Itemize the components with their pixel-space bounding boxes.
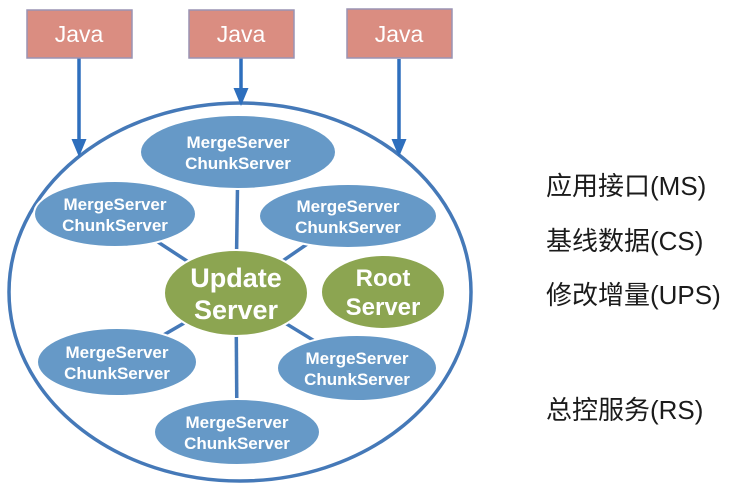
merge-chunk-node-lower-left: MergeServer ChunkServer <box>36 327 198 397</box>
node-label-line2: ChunkServer <box>64 364 170 383</box>
java-arrow-2 <box>233 58 249 106</box>
legend: 应用接口(MS) 基线数据(CS) 修改增量(UPS) 总控服务(RS) <box>546 0 745 487</box>
node-label-line2: ChunkServer <box>295 218 401 237</box>
java-arrow-3 <box>391 59 407 157</box>
java-client-label: Java <box>55 21 104 47</box>
arrowhead-icon <box>233 88 249 106</box>
node-label-line1: MergeServer <box>296 197 399 216</box>
node-label-line1: MergeServer <box>63 195 166 214</box>
node-label-line1: MergeServer <box>185 413 288 432</box>
cluster-diagram-canvas: Java Java Java MergeServer ChunkServer M… <box>7 8 473 483</box>
arrowhead-icon <box>71 139 87 157</box>
node-label-line2: ChunkServer <box>304 370 410 389</box>
legend-label-rs: 总控服务(RS) <box>546 395 704 425</box>
node-label-line1: MergeServer <box>305 349 408 368</box>
arrowhead-icon <box>391 139 407 157</box>
root-server-node: Root Server <box>320 254 446 330</box>
root-server-label-line1: Root <box>356 265 411 292</box>
java-client-1: Java <box>26 9 133 59</box>
update-server-node: Update Server <box>163 249 309 337</box>
legend-label-cs: 基线数据(CS) <box>546 226 704 256</box>
java-arrow-1 <box>71 58 87 157</box>
node-label-line2: ChunkServer <box>185 154 291 173</box>
merge-chunk-node-upper-left: MergeServer ChunkServer <box>33 180 197 248</box>
client-arrows <box>71 58 407 157</box>
merge-chunk-node-lower-right: MergeServer ChunkServer <box>276 334 438 402</box>
merge-chunk-node-bottom: MergeServer ChunkServer <box>153 398 321 466</box>
java-client-2: Java <box>188 9 295 59</box>
merge-chunk-node-top: MergeServer ChunkServer <box>139 114 337 190</box>
legend-label-ms: 应用接口(MS) <box>546 171 707 201</box>
legend-label-ups: 修改增量(UPS) <box>546 280 721 310</box>
update-server-label-line1: Update <box>190 263 282 293</box>
node-label-line1: MergeServer <box>186 133 289 152</box>
node-label-line2: ChunkServer <box>184 434 290 453</box>
root-server-label-line2: Server <box>346 294 421 321</box>
java-client-3: Java <box>346 8 453 59</box>
node-label-line1: MergeServer <box>65 343 168 362</box>
update-server-label-line2: Server <box>194 295 279 325</box>
node-label-line2: ChunkServer <box>62 216 168 235</box>
java-client-label: Java <box>217 21 266 47</box>
merge-chunk-node-upper-right: MergeServer ChunkServer <box>258 183 438 249</box>
java-client-label: Java <box>375 21 424 47</box>
